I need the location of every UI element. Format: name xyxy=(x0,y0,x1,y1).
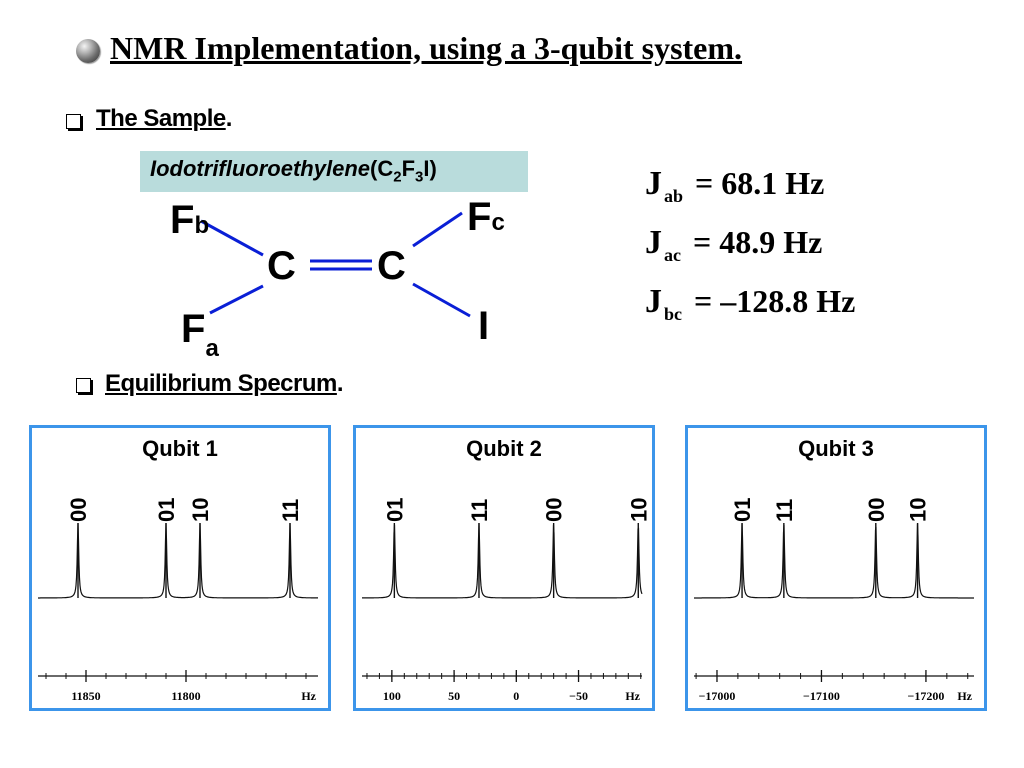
x-tick-label: −50 xyxy=(569,689,588,703)
bond-fa-c xyxy=(209,284,264,315)
spectrum-plot-qubit1: 00 01 10 11 11850 11800 Hz xyxy=(38,498,318,703)
atom-carbon-left: C xyxy=(267,244,296,288)
peak-label: 11 xyxy=(278,499,303,522)
coupling-jac-symbol: J xyxy=(645,224,662,261)
x-tick-label: −17000 xyxy=(699,689,736,703)
section-equilibrium-heading: Equilibrium Specrum. xyxy=(105,370,344,397)
x-tick-label: −17100 xyxy=(803,689,840,703)
peak-label: 01 xyxy=(382,498,407,522)
bond-c-fc xyxy=(412,211,463,248)
chart-title: Qubit 2 xyxy=(466,436,542,461)
x-tick-label: 100 xyxy=(383,689,401,703)
peak-label: 11 xyxy=(772,499,797,522)
section-bullet-icon xyxy=(76,378,91,393)
bond-c-i xyxy=(412,282,471,318)
x-tick-label: −17200 xyxy=(908,689,945,703)
formula-close: I) xyxy=(423,156,437,181)
section-sample-heading: The Sample. xyxy=(96,105,232,132)
atom-fb: Fb xyxy=(170,200,209,240)
atom-fb-sub: b xyxy=(194,212,210,239)
atom-carbon-right: C xyxy=(377,244,406,288)
compound-label-box xyxy=(140,151,528,192)
spectrum-panel-qubit2: Qubit 2 01 11 00 10 100 50 0 −50 Hz xyxy=(353,425,655,711)
spectrum-trace xyxy=(362,522,643,599)
coupling-jab-symbol: J xyxy=(645,165,662,202)
formula-f: F xyxy=(401,156,416,181)
section-bullet-icon xyxy=(66,114,81,129)
spectrum-trace xyxy=(38,522,318,599)
x-tick-label: 50 xyxy=(448,689,460,703)
formula-c-sub: 2 xyxy=(393,168,402,186)
spectrum-plot-qubit2: 01 11 00 10 100 50 0 −50 Hz xyxy=(362,498,651,703)
peak-label: 01 xyxy=(730,498,755,522)
coupling-jbc-sub: bc xyxy=(664,304,682,324)
x-axis-unit: Hz xyxy=(957,689,972,703)
atom-fc-sub: c xyxy=(491,209,505,236)
coupling-jac-value: = 48.9 Hz xyxy=(693,224,823,260)
spectrum-panel-qubit3: Qubit 3 01 11 00 10 −17000 −17100 −17200 Hz xyxy=(685,425,987,711)
atom-fa-sub: a xyxy=(205,335,219,362)
atom-fc: Fc xyxy=(467,197,505,237)
chart-title: Qubit 3 xyxy=(798,436,874,461)
bond-fb-c xyxy=(200,219,264,257)
chart-title: Qubit 1 xyxy=(142,436,218,461)
atom-fb-symbol: F xyxy=(170,198,195,242)
atom-fc-symbol: F xyxy=(467,195,492,239)
formula-f-sub: 3 xyxy=(415,168,424,186)
compound-name: Iodotrifluoroethylene xyxy=(150,156,370,181)
section-equilibrium-label: Equilibrium Specrum xyxy=(105,370,337,397)
spectrum-trace xyxy=(694,523,974,599)
coupling-jbc-value: = –128.8 Hz xyxy=(694,283,856,319)
peak-label: 00 xyxy=(864,498,889,522)
coupling-jab-value: = 68.1 Hz xyxy=(695,165,825,201)
atom-fa-symbol: F xyxy=(181,307,206,351)
x-axis-unit: Hz xyxy=(301,689,316,703)
compound-label: Iodotrifluoroethylene(C2F3I) xyxy=(150,156,437,185)
coupling-jab-sub: ab xyxy=(664,186,684,206)
coupling-jac-sub: ac xyxy=(664,245,681,265)
x-tick-label: 0 xyxy=(513,689,519,703)
x-tick-label: 11850 xyxy=(71,689,100,703)
x-tick-label: 11800 xyxy=(171,689,200,703)
peak-label: 11 xyxy=(467,499,492,522)
peak-label: 01 xyxy=(154,498,179,522)
peak-label: 00 xyxy=(66,498,91,522)
formula-open: (C xyxy=(370,156,394,181)
peak-label: 10 xyxy=(626,498,651,522)
peak-label: 10 xyxy=(906,498,931,522)
atom-iodine: I xyxy=(478,304,490,348)
peak-label: 00 xyxy=(542,498,567,522)
spectrum-panel-qubit1: Qubit 1 00 01 10 11 11850 11800 Hz xyxy=(29,425,331,711)
atom-fa: Fa xyxy=(181,307,219,361)
coupling-jbc-symbol: J xyxy=(645,283,662,320)
section-sample-label: The Sample xyxy=(96,105,226,132)
x-axis-unit: Hz xyxy=(625,689,640,703)
spectrum-plot-qubit3: 01 11 00 10 −17000 −17100 −17200 Hz xyxy=(694,498,974,703)
peak-label: 10 xyxy=(188,498,213,522)
title-bullet-icon xyxy=(76,39,100,63)
molecule-bonds xyxy=(200,211,471,318)
slide-title: NMR Implementation, using a 3-qubit syst… xyxy=(110,30,743,66)
